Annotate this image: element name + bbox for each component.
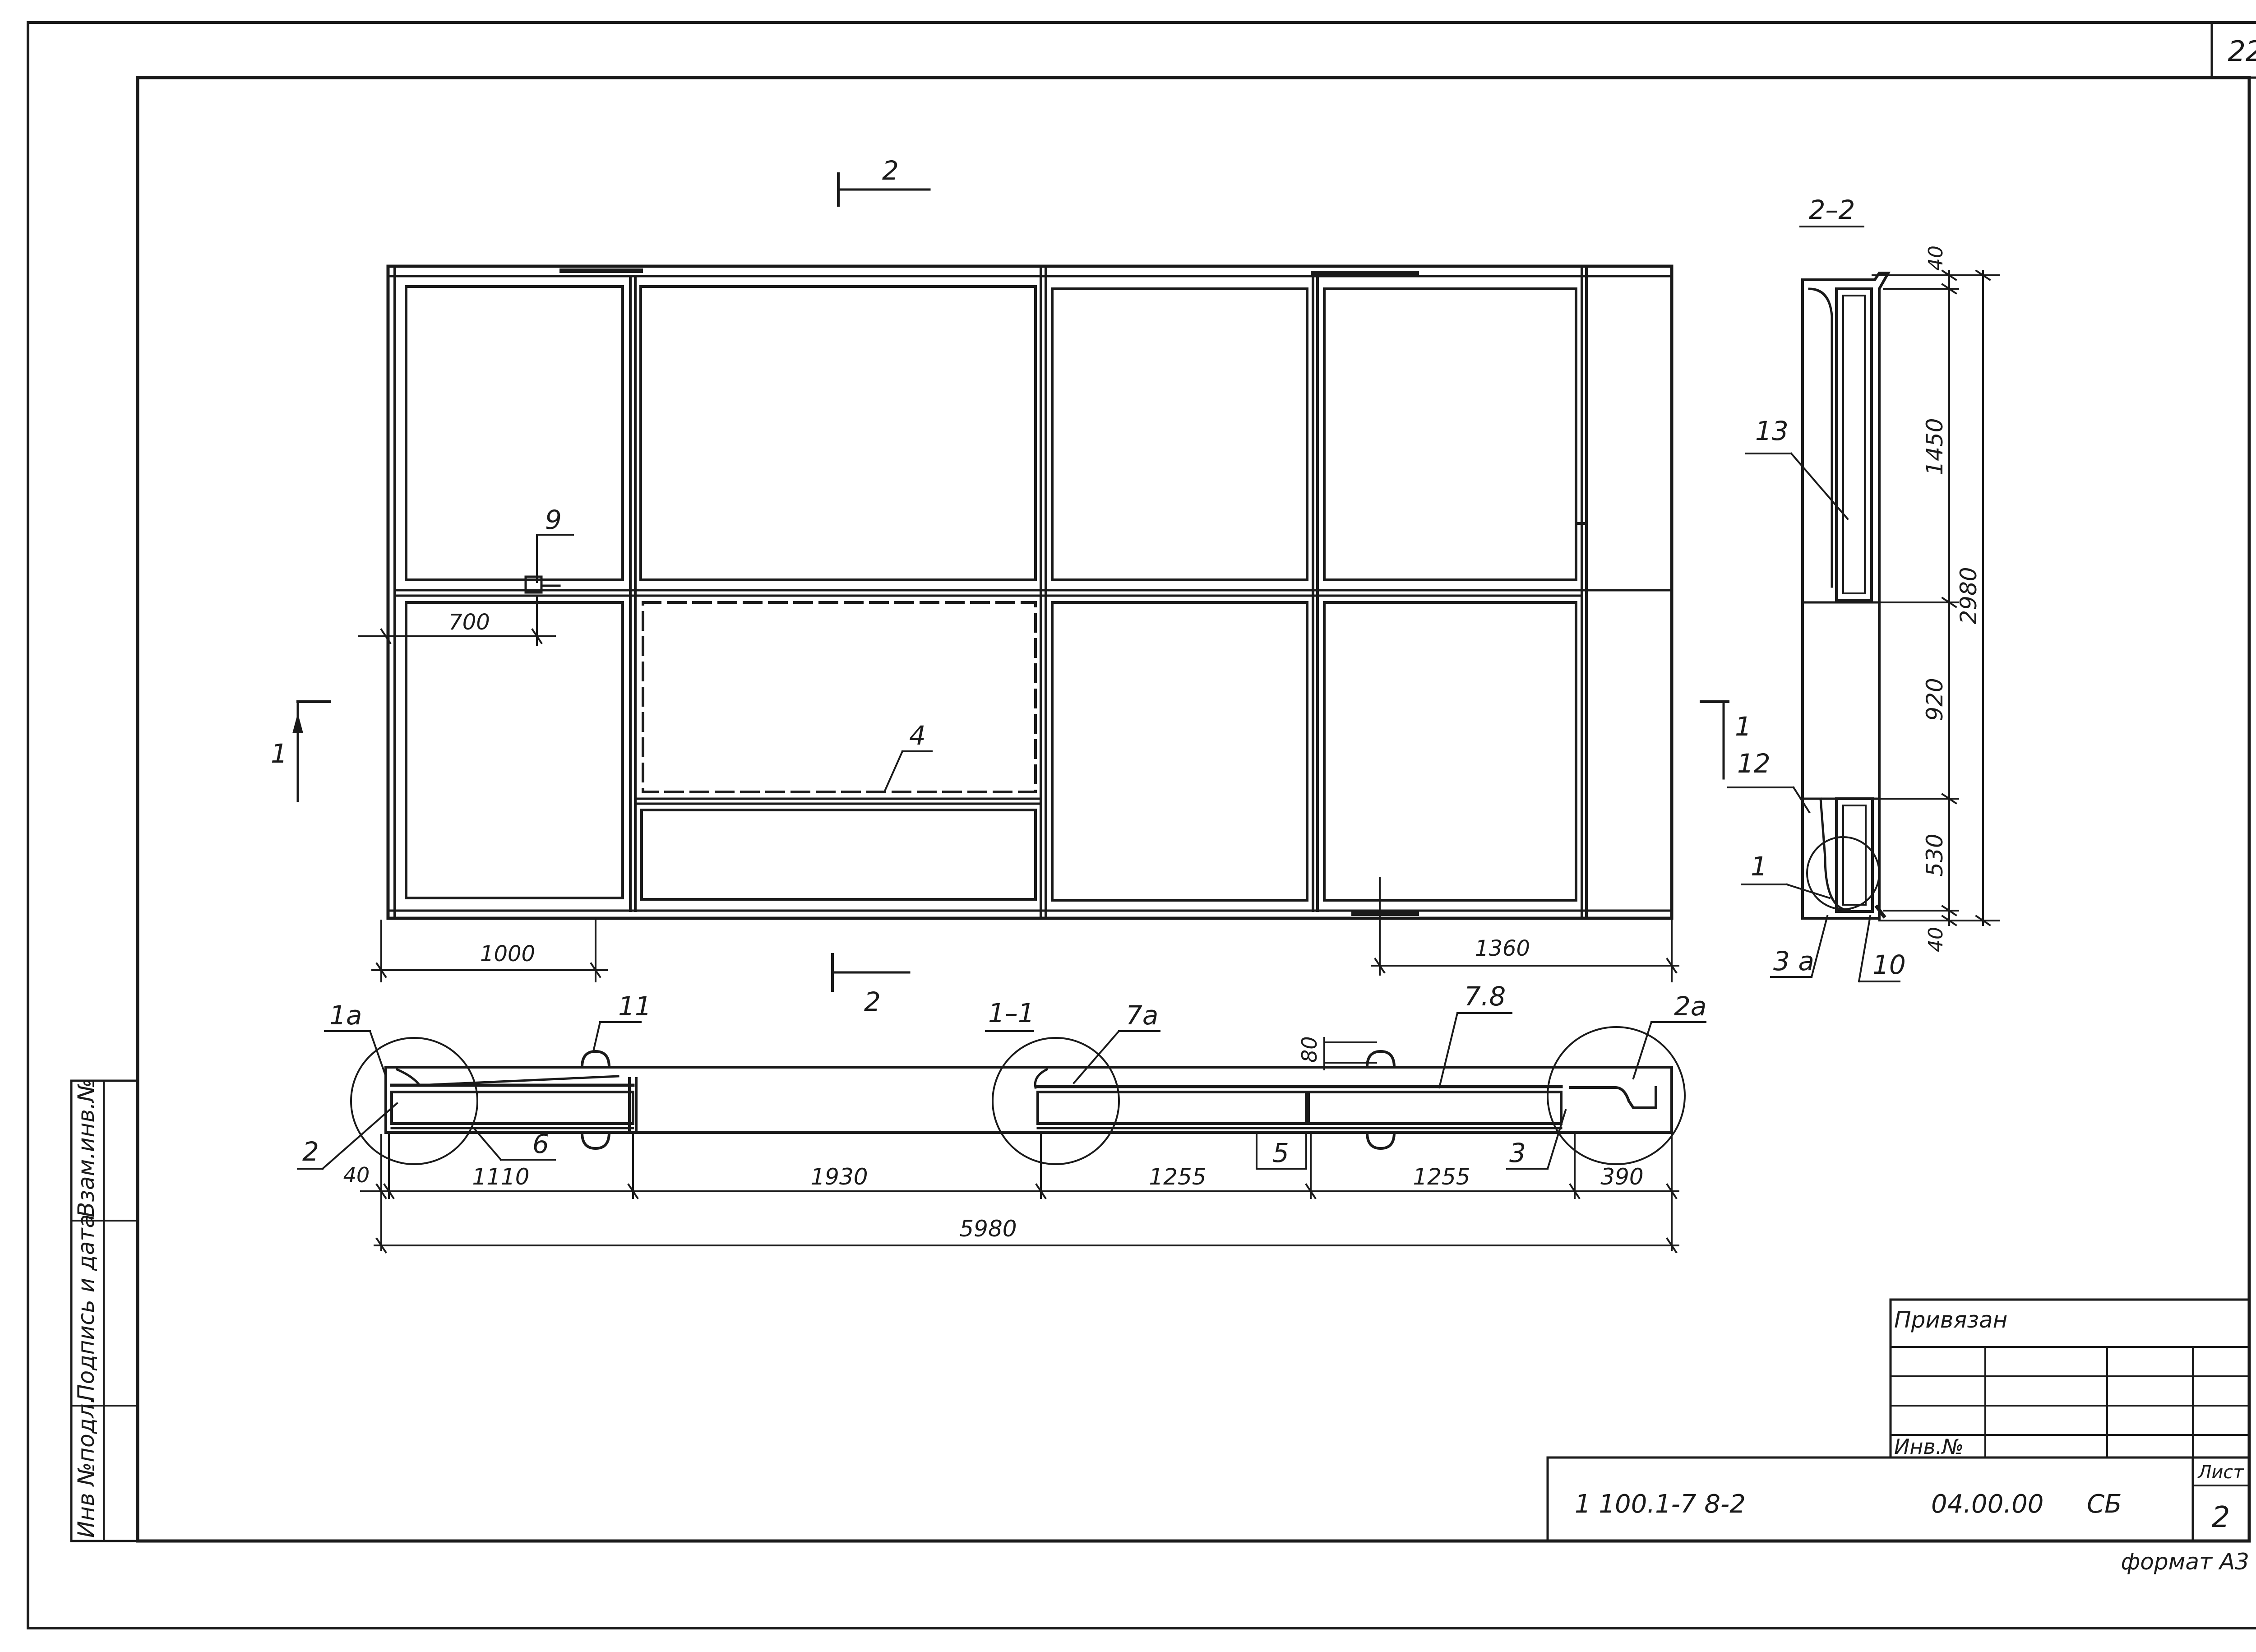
callout-10: 10	[1872, 949, 1906, 980]
callout-7-8: 7.8	[1464, 981, 1506, 1012]
stamp-sign-date: Подпись и дата	[73, 1214, 99, 1401]
dim-5980: 5980	[959, 1216, 1017, 1242]
callout-4: 4	[909, 720, 926, 751]
callout-1a: 1а	[329, 1000, 362, 1031]
dim-390: 390	[1600, 1164, 1643, 1190]
callout-2: 2	[302, 1136, 319, 1167]
callout-12: 12	[1737, 748, 1771, 779]
dim-1255-b: 1255	[1413, 1164, 1470, 1190]
sheet-number: 2	[2212, 1501, 2230, 1534]
doc-type: СБ	[2087, 1490, 2122, 1519]
dim-40-left: 40	[343, 1163, 370, 1187]
dim-1930: 1930	[810, 1164, 868, 1190]
sheet-corner-number: 22	[2228, 35, 2256, 68]
designation: 1 100.1-7 8-2	[1575, 1490, 1746, 1519]
stamp-replace-inv: Взам.инв.№	[73, 1078, 99, 1217]
dim-s40-top: 40	[1924, 245, 1947, 271]
sheet-label: Лист	[2197, 1462, 2244, 1483]
dim-80: 80	[1297, 1036, 1322, 1063]
section-1-1-title: 1–1	[988, 998, 1035, 1028]
dim-s40-bottom: 40	[1924, 927, 1947, 952]
cut1-right-label: 1	[1735, 711, 1752, 742]
dim-1000: 1000	[480, 941, 535, 967]
callout-3a: 3 а	[1773, 946, 1814, 976]
dim-1255-a: 1255	[1149, 1164, 1206, 1190]
panel-elevation	[386, 264, 1674, 920]
dim-s530: 530	[1922, 833, 1948, 876]
section-2-2-title: 2–2	[1809, 194, 1855, 225]
cut2-top-label: 2	[882, 155, 899, 186]
dim-s2980: 2980	[1956, 567, 1982, 624]
sheet-frame: 22	[27, 21, 2256, 1629]
callout-6: 6	[532, 1129, 549, 1159]
title-block: Привязан Инв.№ 1 100.1-7 8-2 04.00.00 СБ…	[1546, 1298, 2251, 1575]
section-1-1-annotations: 1–1 1а 2 11 6 7а 7.8 2а 3 5 80	[297, 981, 1706, 1170]
format-label: формат А3	[2121, 1549, 2249, 1575]
stamp-inv-orig: Инв №подл.	[73, 1397, 99, 1538]
callout-13: 13	[1755, 416, 1789, 446]
callout-1: 1	[1751, 851, 1767, 882]
callout-9: 9	[545, 504, 562, 535]
callout-3: 3	[1509, 1138, 1526, 1168]
callout-5: 5	[1272, 1138, 1289, 1168]
section-2-2-annotations: 13 12 1 3 а 10	[1727, 416, 1906, 983]
section-marks: 2 2 1 1	[271, 155, 1752, 1017]
callout-11: 11	[618, 991, 652, 1022]
elevation-annotations: 9 4 700 1000 1360	[358, 504, 1679, 982]
dim-s1450: 1450	[1922, 418, 1948, 475]
callout-2a: 2а	[1674, 991, 1706, 1022]
inv-no-label: Инв.№	[1894, 1435, 1964, 1459]
cut2-bottom-label: 2	[864, 986, 881, 1017]
section-1-1-dimensions: 40 1110 1930 1255 1255 390 5980	[343, 1134, 1679, 1254]
linked-label: Привязан	[1894, 1307, 2007, 1333]
section-1-1	[350, 1026, 1686, 1165]
callout-7a: 7а	[1126, 1000, 1158, 1031]
doc-code: 04.00.00	[1931, 1490, 2043, 1519]
dim-s920: 920	[1922, 678, 1948, 721]
cut1-left-label: 1	[271, 738, 287, 769]
side-stamp: Инв №подл. Подпись и дата Взам.инв.№	[70, 1078, 139, 1542]
section-2-2: 2–2 40 1450 2980 920 530 40	[1799, 194, 2000, 952]
dim-700: 700	[448, 610, 490, 635]
dim-1360: 1360	[1475, 936, 1530, 961]
dim-1110: 1110	[472, 1164, 529, 1190]
